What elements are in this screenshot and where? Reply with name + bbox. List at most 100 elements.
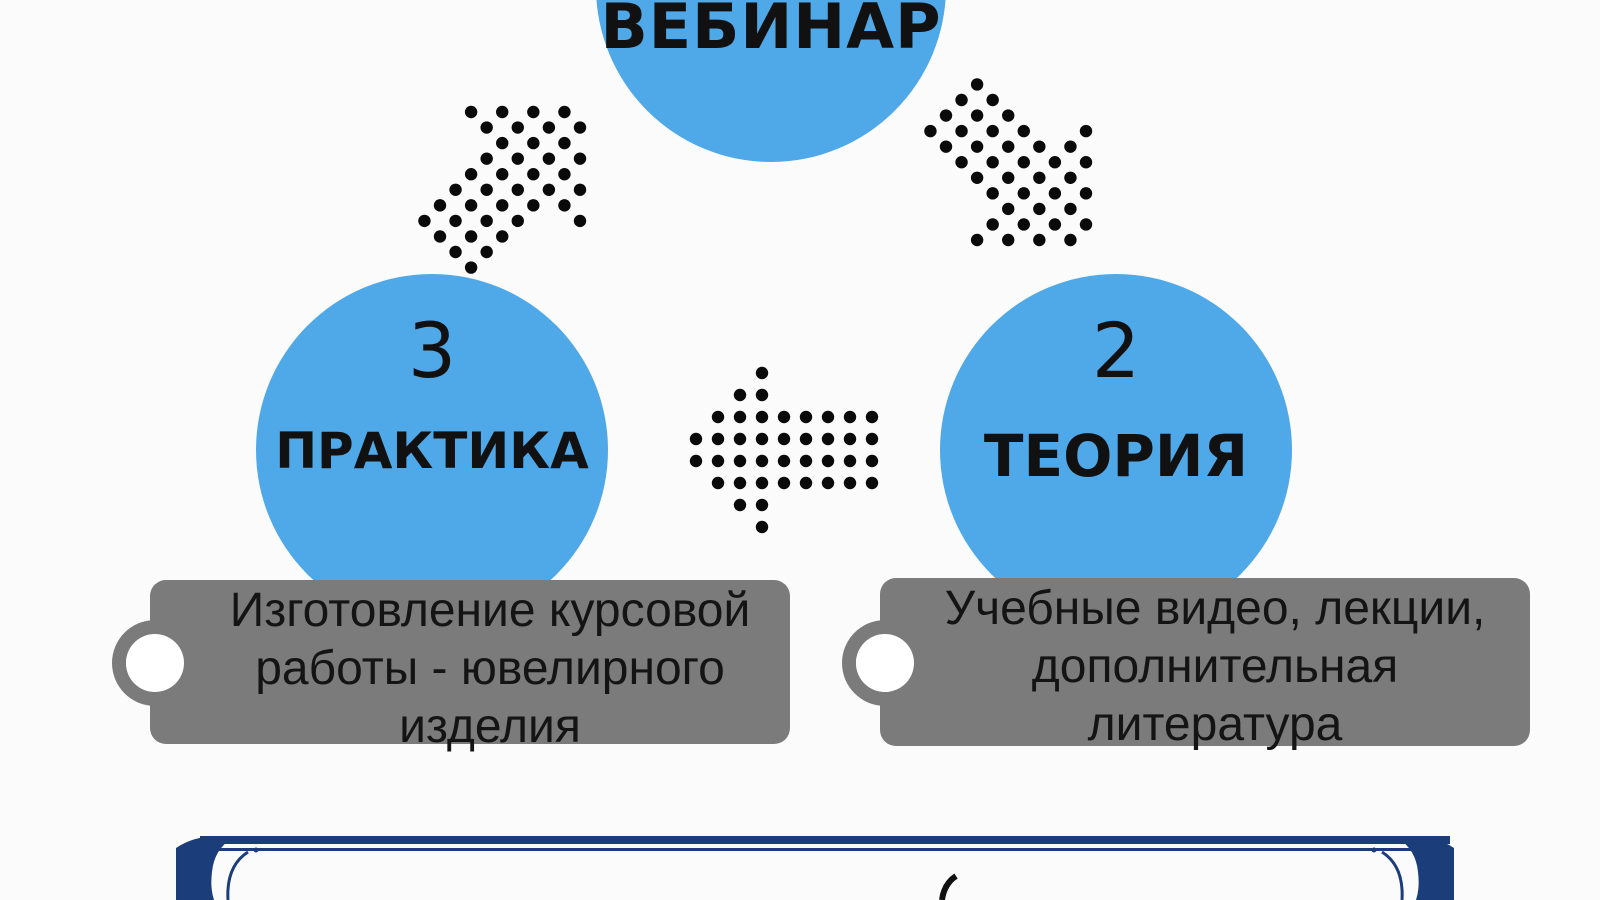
key-ring-eyelet — [842, 620, 928, 706]
arrow-dot — [986, 156, 999, 169]
arrow-dot — [449, 183, 462, 196]
arrow-dot — [799, 454, 813, 468]
arrow-dot — [1064, 233, 1077, 247]
tag-theory-body — [880, 578, 1530, 746]
arrow-dot — [733, 498, 747, 512]
arrow-dot — [986, 187, 999, 200]
arrow-dot — [799, 410, 813, 424]
arrow-dot — [733, 476, 747, 490]
arrow-dot — [1048, 156, 1062, 169]
arrow-dot — [1002, 171, 1015, 184]
arrow-dot — [511, 152, 524, 165]
tag-practice-text: Изготовление курсовой работы - ювелирног… — [150, 582, 830, 756]
arrow-dot — [939, 140, 953, 153]
arrow-dot — [1017, 218, 1030, 231]
arrow-dot — [1079, 218, 1093, 231]
arrow-dot — [480, 121, 493, 134]
arrow-dot — [449, 214, 462, 228]
tag-theory-text: Учебные видео, лекции, дополнительная ли… — [880, 580, 1550, 754]
arrow-dot — [558, 199, 571, 212]
arrow-dot — [755, 388, 769, 402]
arrow-dot — [970, 140, 984, 153]
node-webinar-title: ВЕБИНАР — [600, 0, 942, 63]
arrow-dot — [821, 432, 835, 446]
arrow-dot — [1079, 124, 1093, 138]
arrow-dot — [1079, 187, 1093, 200]
arrow-dot — [573, 121, 587, 134]
tag-practice-body — [150, 580, 790, 744]
arrow-dot — [777, 454, 791, 468]
arrow-dot — [464, 105, 478, 119]
node-theory-title: ТЕОРИЯ — [983, 422, 1249, 490]
arrow-dot — [573, 152, 587, 165]
arrow-dot — [527, 199, 540, 212]
arrow-dot — [1017, 187, 1030, 200]
arrow-dot — [986, 93, 999, 107]
arrow-dot — [865, 410, 879, 424]
arrow-dot — [496, 199, 509, 212]
arrow-dot — [496, 168, 509, 181]
arrow-dot — [865, 432, 879, 446]
arrow-dot — [527, 105, 540, 119]
arrow-dot — [799, 432, 813, 446]
arrow-dot — [527, 168, 540, 181]
arrow-dot — [843, 476, 857, 490]
arrow-dot — [711, 410, 725, 424]
arrow-dot — [821, 476, 835, 490]
node-practice: 3 ПРАКТИКА — [256, 274, 608, 626]
arrow-dot — [496, 105, 509, 119]
arrow-dot — [464, 199, 478, 212]
arrow-dot — [733, 454, 747, 468]
arrow-dot — [955, 156, 968, 169]
arrow-dot — [1064, 140, 1077, 153]
arrow-dot — [480, 183, 493, 196]
node-practice-title: ПРАКТИКА — [275, 422, 589, 480]
tag-practice-line: работы - ювелирного — [255, 642, 725, 695]
arrow-dot — [480, 214, 493, 228]
arrow-dot — [970, 78, 984, 91]
arrow-dot — [986, 124, 999, 138]
arrow-dot — [843, 454, 857, 468]
arrow-dot — [1048, 218, 1062, 231]
arrow-dot — [711, 454, 725, 468]
arrow-dot — [1048, 187, 1062, 200]
key-ring-eyelet — [112, 620, 198, 706]
arrow-dot — [733, 388, 747, 402]
node-theory-number: 2 — [1091, 306, 1141, 395]
arrow-dot — [755, 410, 769, 424]
arrow-dot — [733, 410, 747, 424]
arrow-dot — [1033, 140, 1046, 153]
arrow-dot — [689, 454, 703, 468]
arrow-dot — [480, 152, 493, 165]
arrow-dot — [970, 109, 984, 122]
arrow-dot — [733, 432, 747, 446]
arrow-dot — [970, 233, 984, 247]
arrow-dot — [955, 93, 968, 107]
arrow-dot — [865, 476, 879, 490]
arrow-dot — [1033, 171, 1046, 184]
arrow-dot — [755, 366, 769, 380]
node-theory: 2 ТЕОРИЯ — [940, 274, 1292, 626]
arrow-dot — [1017, 156, 1030, 169]
arrow-dot — [449, 245, 462, 259]
tag-theory-line: литература — [1087, 698, 1343, 751]
arrow-dot — [755, 454, 769, 468]
arrow-dot — [573, 183, 587, 196]
arrow-dot — [843, 432, 857, 446]
arrow-dot — [711, 476, 725, 490]
arrow-dot — [970, 171, 984, 184]
arrow-dot — [418, 214, 431, 228]
arrow-dot — [955, 124, 968, 138]
arrow-dot — [777, 432, 791, 446]
arrow-dot — [986, 218, 999, 231]
arrow-dot — [1017, 124, 1030, 138]
arrow-dot — [558, 136, 571, 150]
arrow-dot — [865, 454, 879, 468]
arrow-dot — [573, 214, 587, 228]
arrow-dot — [511, 214, 524, 228]
arrow-dot — [464, 261, 478, 274]
arrow-dot — [511, 183, 524, 196]
arrow-dot — [924, 124, 937, 138]
